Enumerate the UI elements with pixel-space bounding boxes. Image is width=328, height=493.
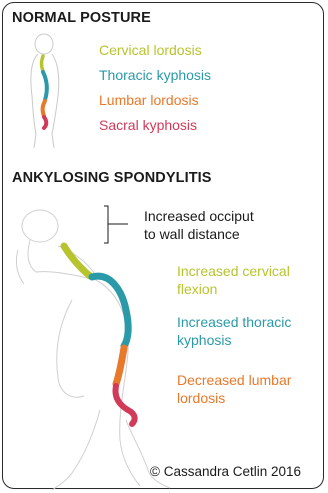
occiput-label-line1: Increased occiput	[144, 208, 254, 224]
as-lumbar-segment	[116, 348, 124, 384]
lumbar-lordosis-label: Lumbar lordosis	[99, 92, 199, 108]
as-thoracic-segment	[92, 276, 128, 346]
normal-lumbar-segment	[43, 101, 45, 116]
thoracic-kyphosis-increased-label-line2: kyphosis	[177, 332, 231, 348]
normal-thoracic-segment	[43, 72, 47, 100]
lumbar-lordosis-decreased-label-line1: Decreased lumbar	[177, 372, 291, 388]
as-cervical-segment	[64, 246, 90, 276]
thoracic-kyphosis-increased-label-line1: Increased thoracic	[177, 314, 291, 330]
occiput-bracket	[104, 206, 128, 243]
lumbar-lordosis-decreased-label-line2: lordosis	[177, 390, 225, 406]
normal-cervical-segment	[42, 56, 44, 71]
cervical-lordosis-label: Cervical lordosis	[99, 42, 202, 58]
cervical-flexion-label-line1: Increased cervical	[177, 263, 290, 279]
as-heading: ANKYLOSING SPONDYLITIS	[12, 170, 212, 186]
as-body-silhouette	[16, 210, 170, 490]
normal-posture-heading: NORMAL POSTURE	[12, 10, 151, 26]
sacral-kyphosis-label: Sacral kyphosis	[99, 117, 197, 133]
normal-spine	[42, 56, 47, 128]
thoracic-kyphosis-label: Thoracic kyphosis	[99, 67, 211, 83]
copyright-text: © Cassandra Cetlin 2016	[150, 464, 301, 479]
normal-sacral-segment	[44, 117, 46, 128]
as-sacral-segment	[116, 386, 135, 424]
cervical-flexion-label-line2: flexion	[177, 281, 217, 297]
occiput-label-line2: to wall distance	[144, 226, 240, 242]
